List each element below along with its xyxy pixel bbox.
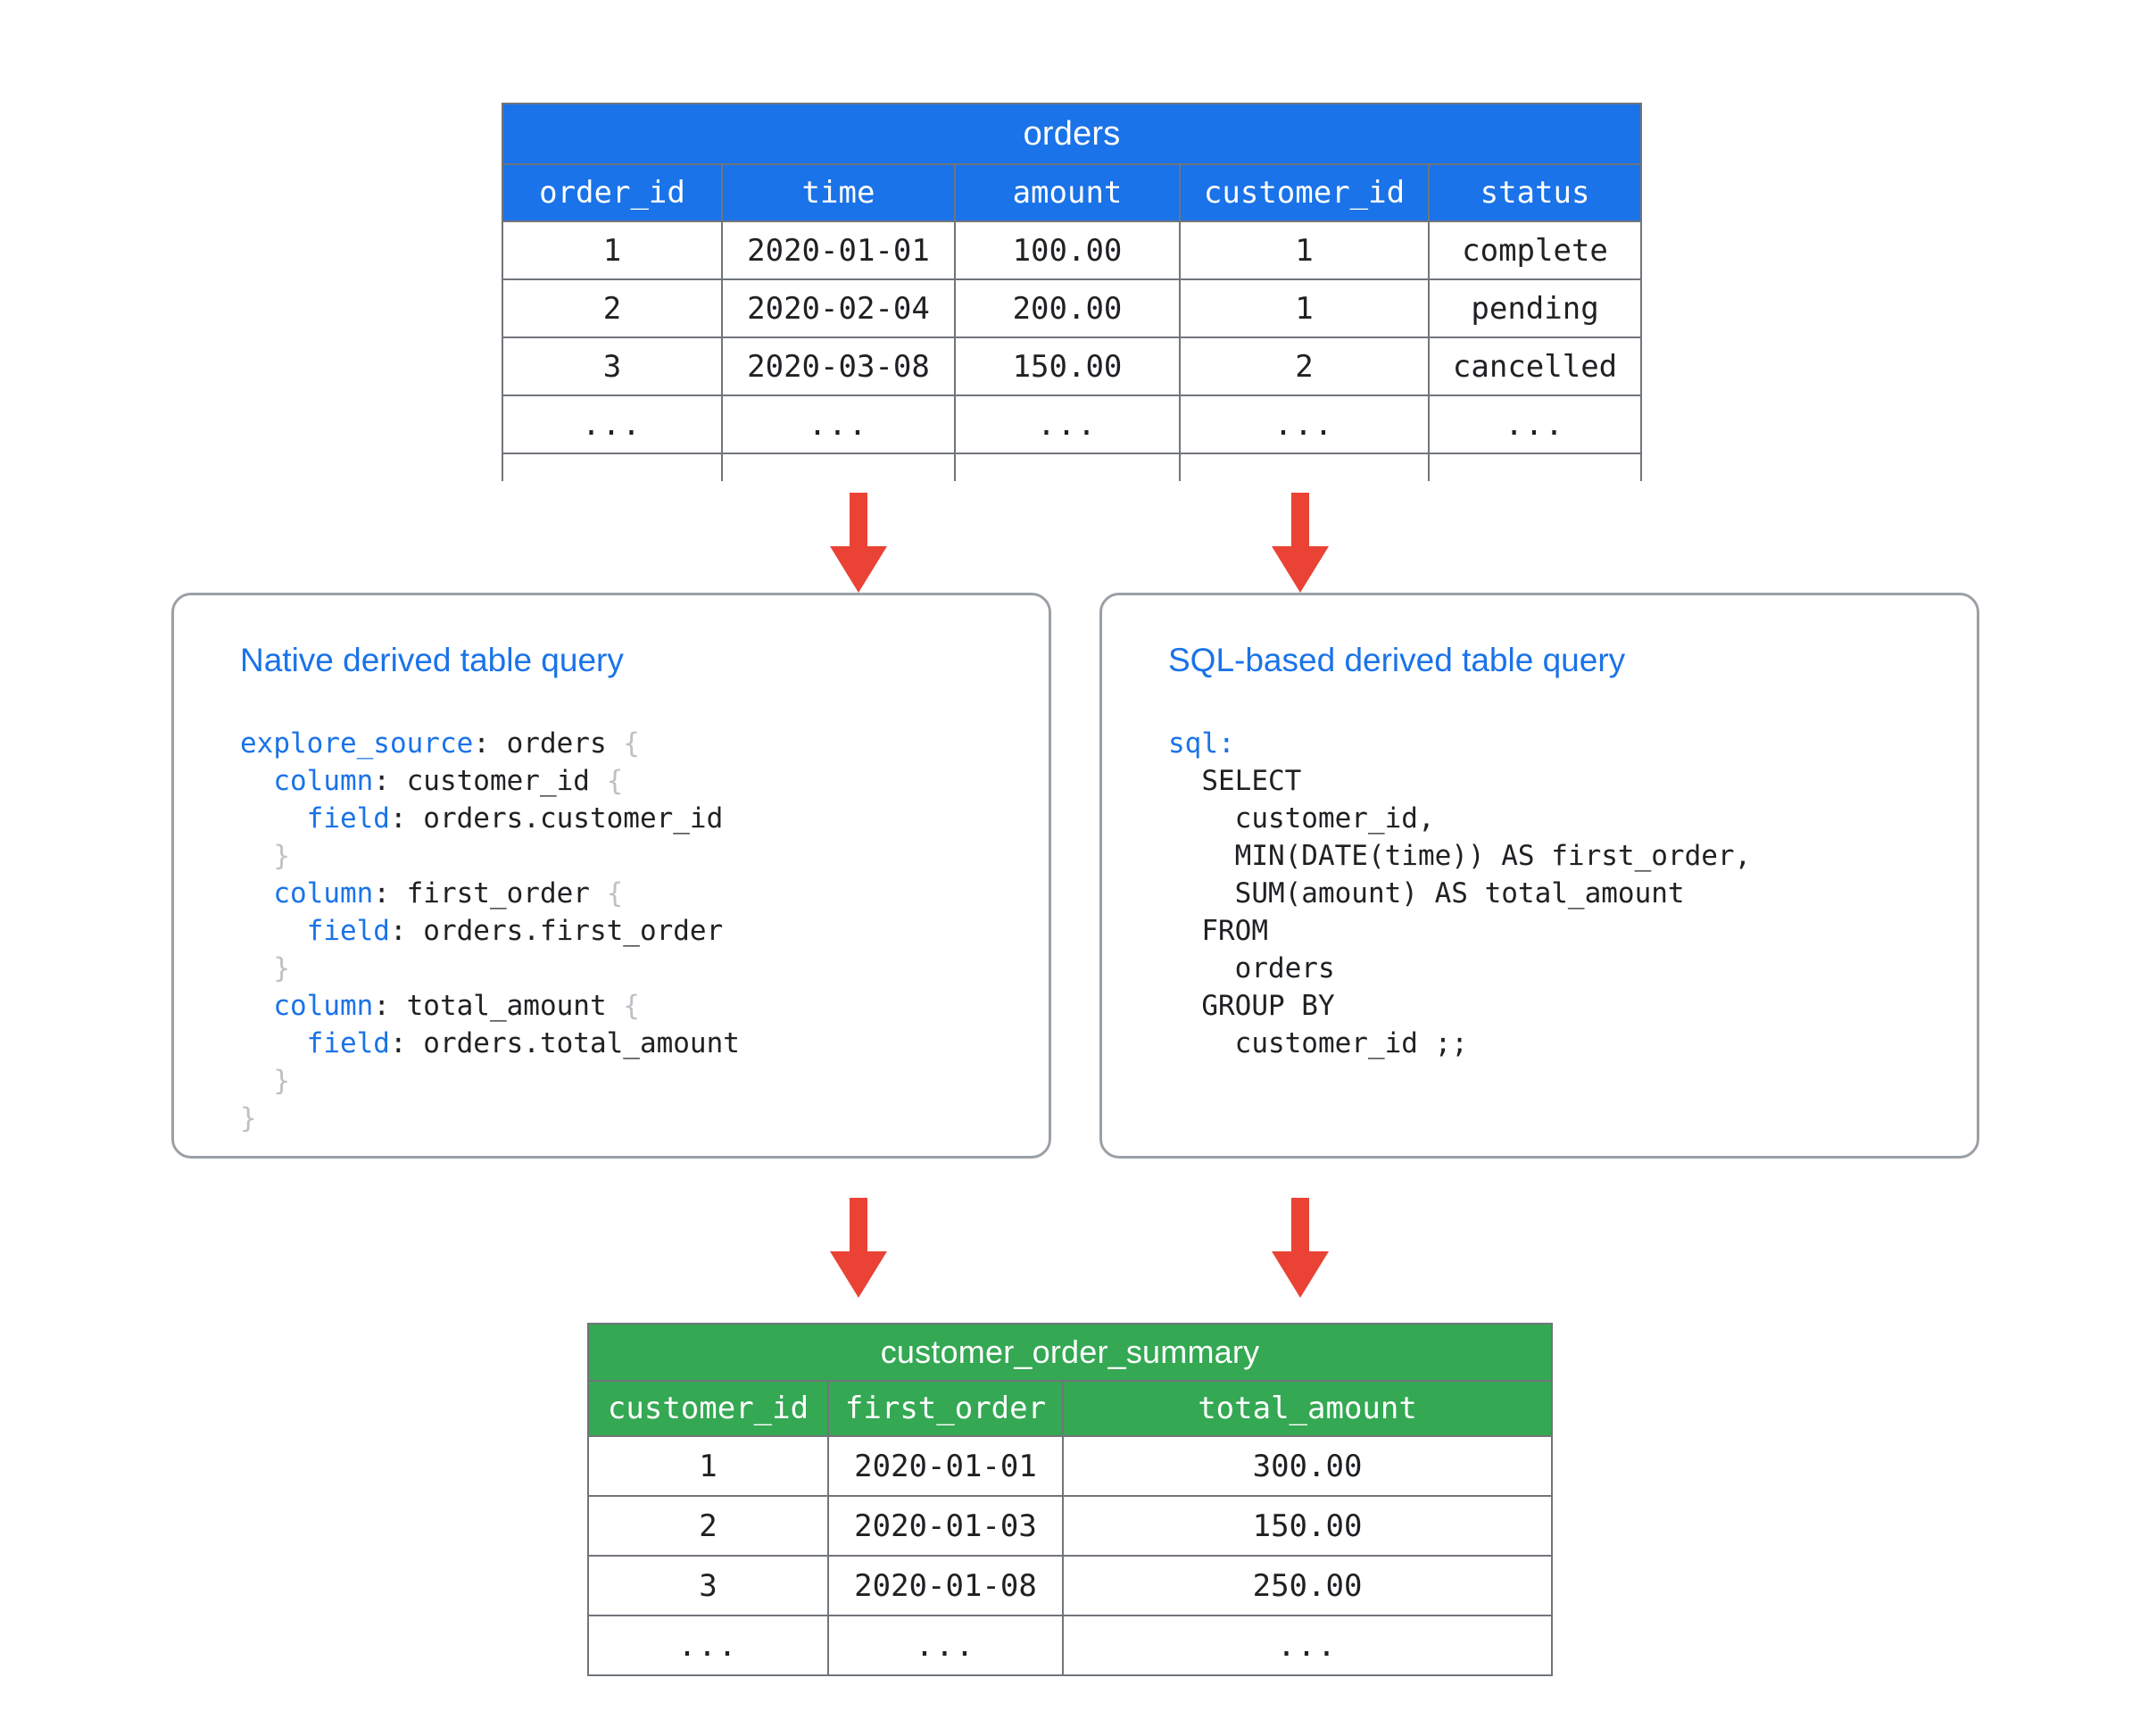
orders-cell-clipped bbox=[954, 453, 1181, 481]
orders-cell: 2020-01-01 bbox=[721, 220, 956, 280]
native-card-title: Native derived table query bbox=[240, 642, 624, 678]
orders-cell-clipped bbox=[1179, 453, 1430, 481]
arrow-native-to-summary bbox=[830, 1198, 887, 1298]
orders-cell: 2020-02-04 bbox=[721, 278, 956, 338]
orders-cell: ... bbox=[1179, 395, 1430, 454]
orders-cell: 3 bbox=[502, 336, 723, 396]
arrow-orders-to-native bbox=[830, 493, 887, 593]
table-row: 1 2020-01-01 100.00 1 complete bbox=[502, 220, 1643, 280]
summary-table-title: customer_order_summary bbox=[586, 1323, 1554, 1382]
table-row-ellipsis: ... ... ... ... ... bbox=[502, 395, 1643, 454]
summary-column-header-total-amount: total_amount bbox=[1061, 1380, 1554, 1437]
orders-cell: 150.00 bbox=[954, 336, 1181, 396]
orders-cell: pending bbox=[1427, 278, 1643, 338]
arrow-head bbox=[830, 546, 887, 593]
orders-table-header-row: order_id time amount customer_id status bbox=[502, 163, 1643, 222]
arrow-head bbox=[830, 1251, 887, 1298]
arrow-stem bbox=[850, 1198, 867, 1257]
arrow-stem bbox=[850, 493, 867, 552]
summary-table-title-row: customer_order_summary bbox=[586, 1323, 1554, 1382]
orders-cell: 1 bbox=[1179, 220, 1430, 280]
summary-cell: ... bbox=[827, 1615, 1064, 1676]
orders-cell: ... bbox=[721, 395, 956, 454]
arrow-sql-to-summary bbox=[1272, 1198, 1329, 1298]
orders-cell: 200.00 bbox=[954, 278, 1181, 338]
orders-cell: cancelled bbox=[1427, 336, 1643, 396]
orders-cell-clipped bbox=[1427, 453, 1643, 481]
orders-cell-clipped bbox=[721, 453, 956, 481]
orders-cell: 100.00 bbox=[954, 220, 1181, 280]
orders-cell: 2020-03-08 bbox=[721, 336, 956, 396]
orders-cell: ... bbox=[502, 395, 723, 454]
arrow-head bbox=[1272, 546, 1329, 593]
table-row: 1 2020-01-01 300.00 bbox=[587, 1435, 1554, 1497]
summary-cell: 300.00 bbox=[1061, 1435, 1554, 1497]
arrow-stem bbox=[1291, 493, 1309, 552]
summary-cell: ... bbox=[1061, 1615, 1554, 1676]
orders-column-header-status: status bbox=[1427, 163, 1643, 222]
sql-card-title: SQL-based derived table query bbox=[1168, 642, 1626, 678]
orders-column-header-order-id: order_id bbox=[502, 163, 723, 222]
orders-cell-clipped bbox=[502, 453, 723, 481]
table-row: 3 2020-03-08 150.00 2 cancelled bbox=[502, 336, 1643, 396]
sql-derived-table-card: SQL-based derived table query sql: SELEC… bbox=[1099, 593, 1979, 1159]
orders-cell: 2 bbox=[502, 278, 723, 338]
orders-cell: complete bbox=[1427, 220, 1643, 280]
orders-column-header-customer-id: customer_id bbox=[1179, 163, 1430, 222]
summary-cell: 2020-01-01 bbox=[827, 1435, 1064, 1497]
orders-table-title-row: orders bbox=[501, 103, 1643, 165]
sql-card-code: sql: SELECT customer_id, MIN(DATE(time))… bbox=[1168, 727, 1752, 1059]
orders-cell: ... bbox=[954, 395, 1181, 454]
table-row: 2 2020-01-03 150.00 bbox=[587, 1495, 1554, 1557]
table-row: 2 2020-02-04 200.00 1 pending bbox=[502, 278, 1643, 338]
arrow-head bbox=[1272, 1251, 1329, 1298]
summary-cell: 150.00 bbox=[1061, 1495, 1554, 1557]
orders-table: orders order_id time amount customer_id … bbox=[501, 103, 1643, 481]
summary-cell: 250.00 bbox=[1061, 1555, 1554, 1616]
orders-table-title: orders bbox=[501, 103, 1643, 165]
orders-cell: 1 bbox=[1179, 278, 1430, 338]
summary-column-header-first-order: first_order bbox=[827, 1380, 1064, 1437]
orders-cell: ... bbox=[1427, 395, 1643, 454]
summary-cell: 2020-01-08 bbox=[827, 1555, 1064, 1616]
summary-cell: 2020-01-03 bbox=[827, 1495, 1064, 1557]
orders-column-header-time: time bbox=[721, 163, 956, 222]
summary-cell: ... bbox=[587, 1615, 829, 1676]
summary-column-header-customer-id: customer_id bbox=[587, 1380, 829, 1437]
summary-cell: 3 bbox=[587, 1555, 829, 1616]
native-derived-table-card: Native derived table query explore_sourc… bbox=[171, 593, 1051, 1159]
table-row: 3 2020-01-08 250.00 bbox=[587, 1555, 1554, 1616]
summary-cell: 1 bbox=[587, 1435, 829, 1497]
arrow-orders-to-sql bbox=[1272, 493, 1329, 593]
orders-cell: 2 bbox=[1179, 336, 1430, 396]
customer-order-summary-table: customer_order_summary customer_id first… bbox=[586, 1323, 1554, 1676]
summary-cell: 2 bbox=[587, 1495, 829, 1557]
arrow-stem bbox=[1291, 1198, 1309, 1257]
orders-column-header-amount: amount bbox=[954, 163, 1181, 222]
native-card-code: explore_source: orders { column: custome… bbox=[240, 727, 740, 1134]
summary-table-header-row: customer_id first_order total_amount bbox=[587, 1380, 1554, 1437]
table-row-ellipsis: ... ... ... bbox=[587, 1615, 1554, 1676]
orders-cell: 1 bbox=[502, 220, 723, 280]
table-row-clipped bbox=[502, 453, 1643, 481]
